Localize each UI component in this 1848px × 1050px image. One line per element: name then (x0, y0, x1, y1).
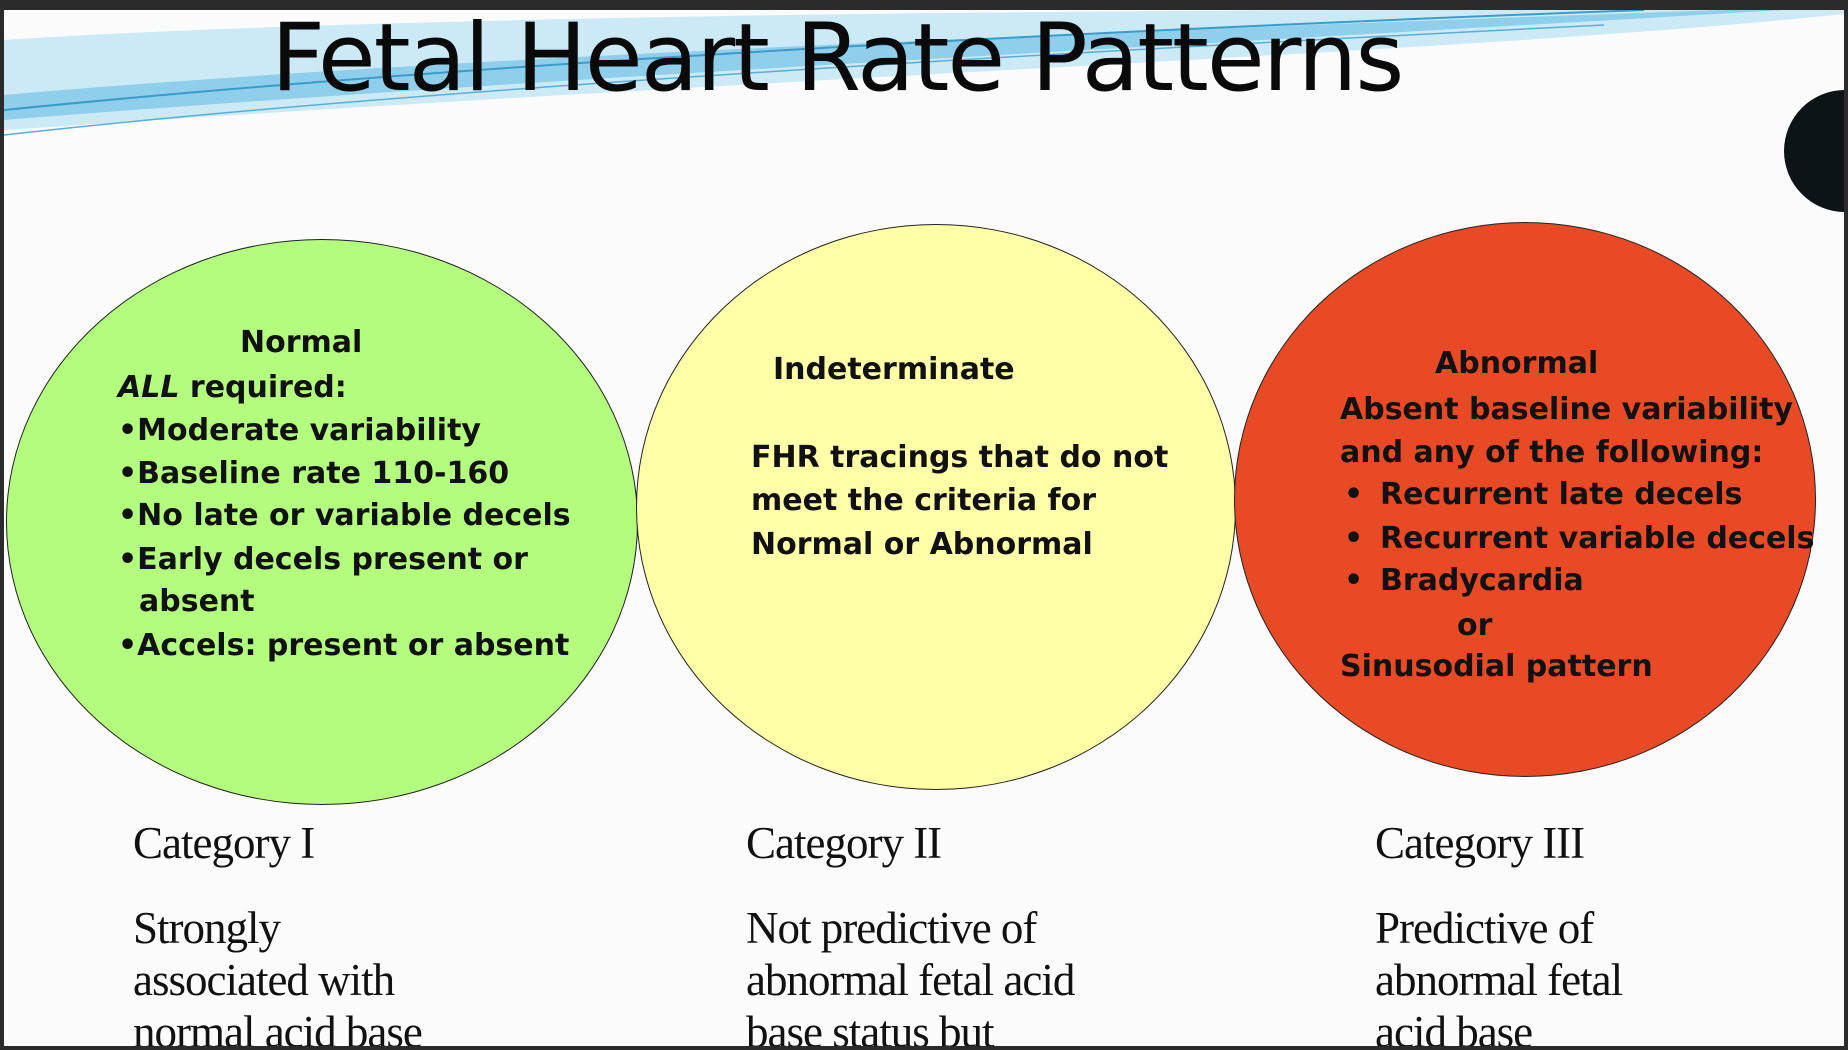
indeterminate-line: meet the criteria for (751, 483, 1096, 518)
category-desc: Not predictive of (746, 903, 1037, 953)
bullet-icon: • (1344, 563, 1364, 598)
abnormal-item: Bradycardia (1380, 563, 1584, 598)
indeterminate-line: Normal or Abnormal (751, 527, 1093, 562)
category-label: Category III (1375, 818, 1585, 868)
bullet-icon: • (1344, 521, 1364, 556)
category-label: Category II (746, 818, 942, 868)
slide: Fetal Heart Rate Patterns Normal ALL req… (4, 10, 1844, 1046)
category-desc: Strongly (133, 903, 281, 953)
bullet-icon: • (1344, 477, 1364, 512)
normal-circle (6, 239, 638, 805)
abnormal-or: or (1457, 608, 1493, 643)
slide-title: Fetal Heart Rate Patterns (271, 10, 1404, 113)
indeterminate-line: FHR tracings that do not (751, 440, 1169, 475)
category-desc: associated with (133, 955, 395, 1005)
category-desc: base status but (746, 1007, 994, 1046)
normal-item: •Baseline rate 110-160 (118, 456, 510, 491)
category-label: Category I (133, 818, 315, 868)
abnormal-item: Recurrent variable decels (1380, 521, 1815, 556)
normal-heading: Normal (240, 325, 363, 360)
indeterminate-heading: Indeterminate (773, 352, 1015, 387)
abnormal-heading: Abnormal (1435, 346, 1599, 381)
abnormal-intro: Absent baseline variability (1340, 392, 1794, 427)
all-required-label: ALL required: (118, 368, 347, 408)
abnormal-last: Sinusodial pattern (1340, 649, 1653, 684)
category-desc: Predictive of (1375, 903, 1594, 953)
normal-item: •Moderate variability (118, 413, 481, 448)
category-desc: acid base (1375, 1007, 1533, 1046)
swoosh-decoration (4, 10, 1844, 136)
normal-item: •Early decels present or (118, 542, 528, 577)
abnormal-item: Recurrent late decels (1380, 477, 1743, 512)
normal-item: •No late or variable decels (118, 498, 571, 533)
abnormal-circle (1234, 222, 1816, 777)
category-desc: abnormal fetal acid (746, 955, 1075, 1005)
category-desc: abnormal fetal (1375, 955, 1623, 1005)
all-emphasis: ALL (118, 370, 180, 405)
indeterminate-circle (636, 224, 1236, 790)
normal-item: absent (139, 584, 255, 619)
category-desc: normal acid base (133, 1007, 423, 1046)
required-text: required: (179, 370, 347, 405)
abnormal-intro: and any of the following: (1340, 435, 1764, 470)
normal-item: •Accels: present or absent (118, 628, 570, 663)
